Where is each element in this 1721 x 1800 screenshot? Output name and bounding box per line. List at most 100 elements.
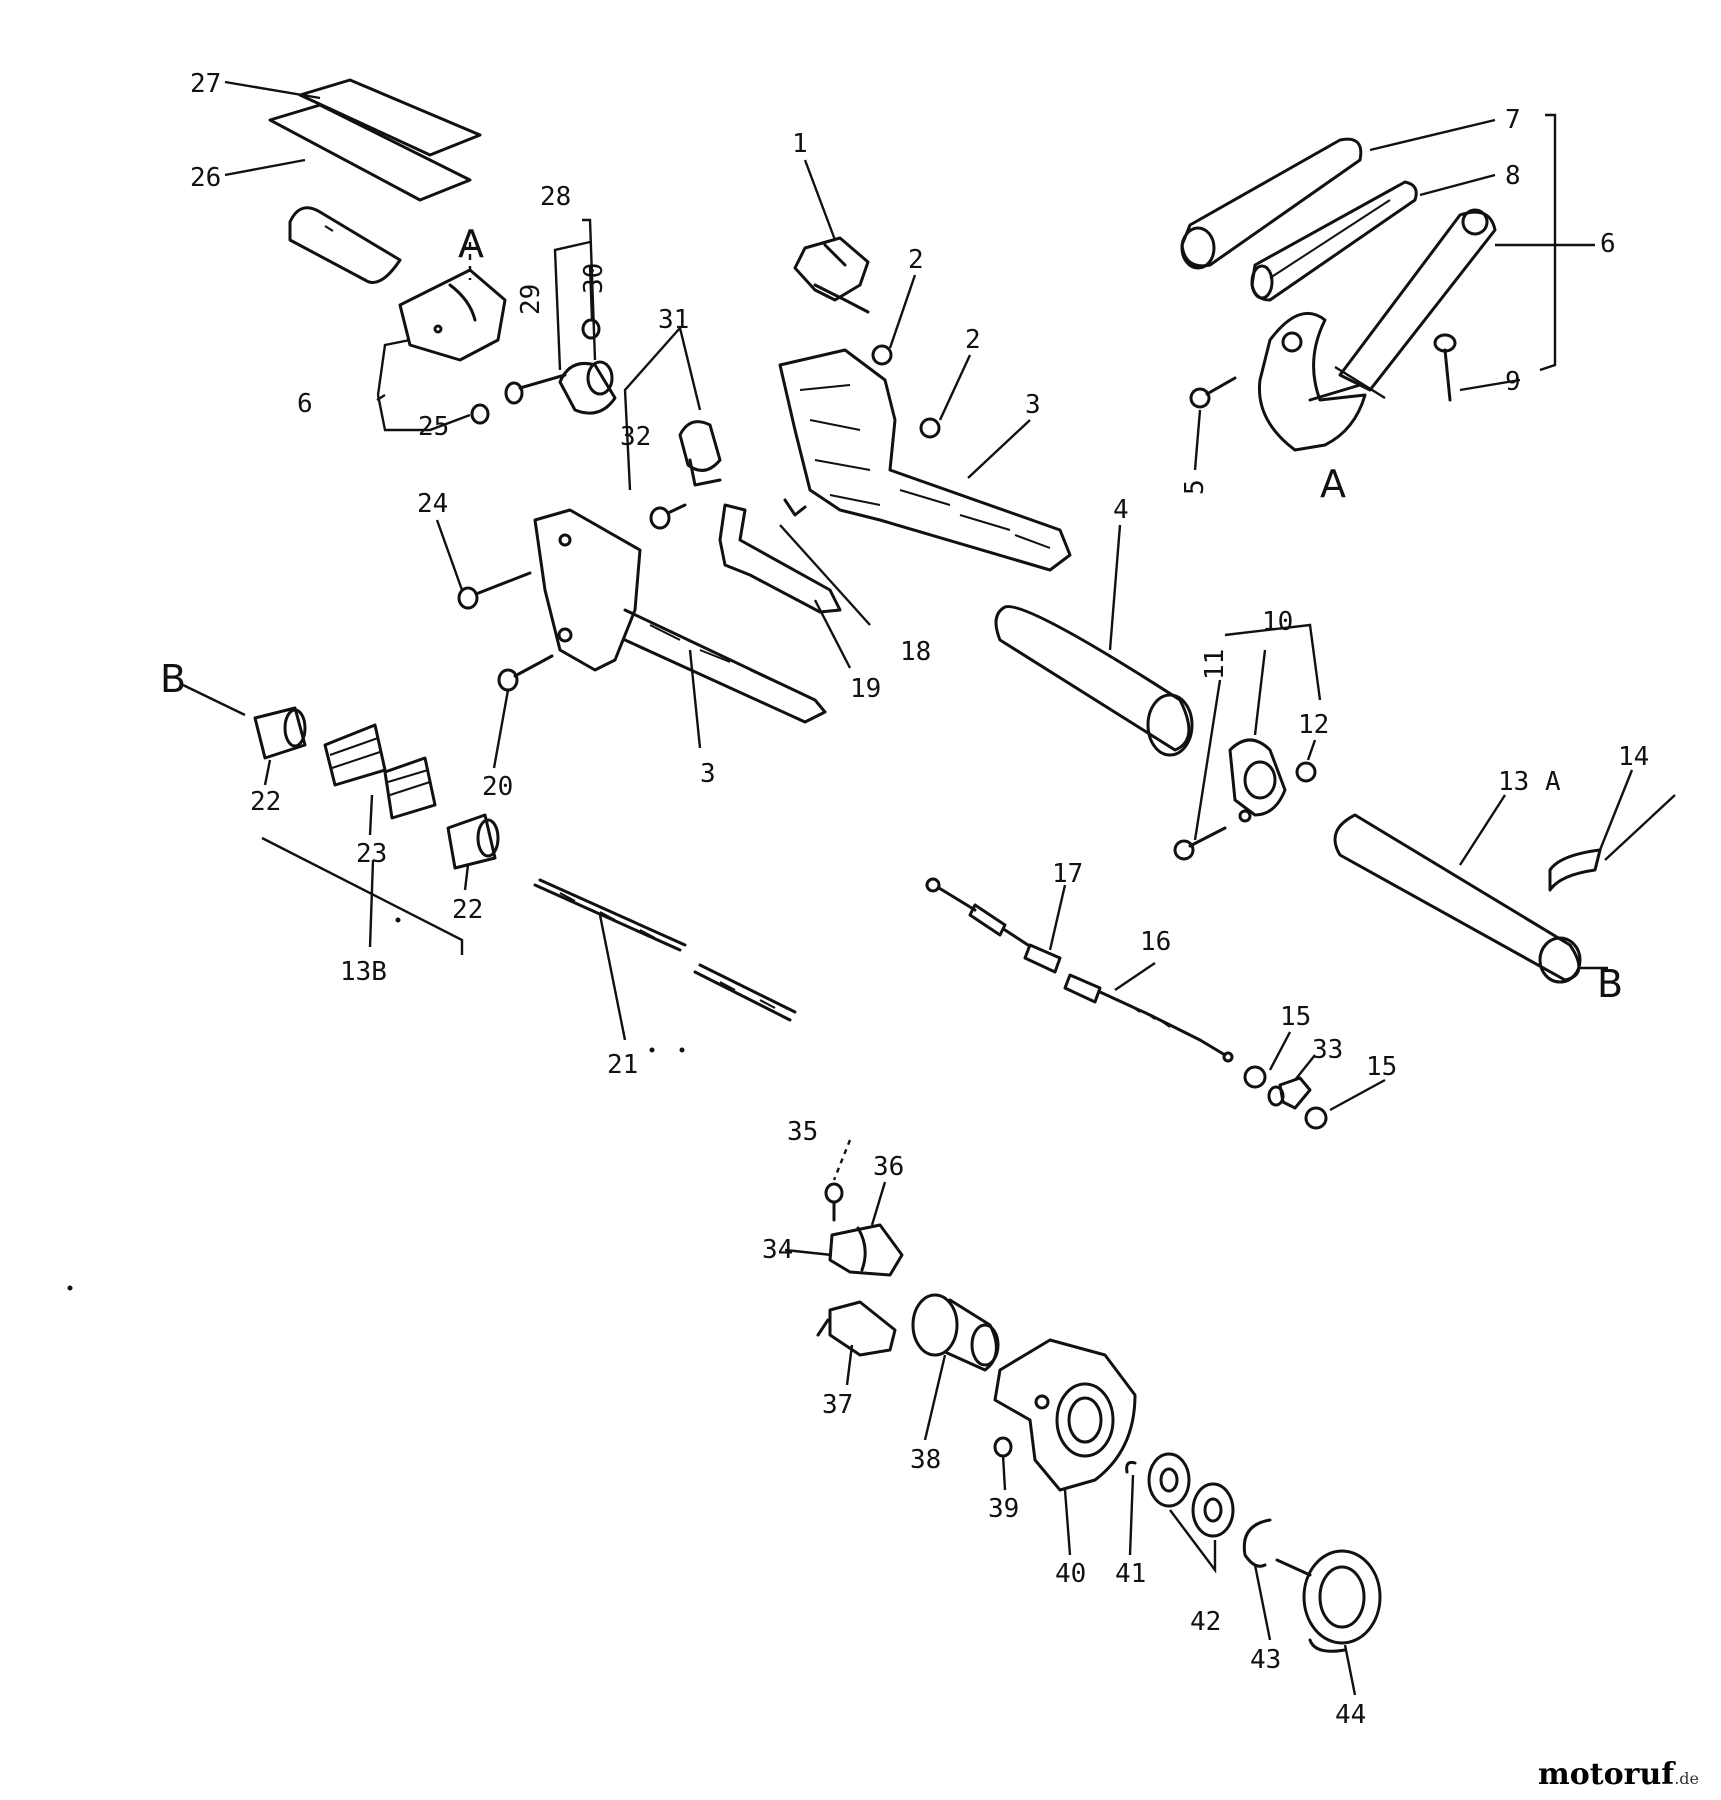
label-39: 39 (988, 1494, 1019, 1524)
label-11: 11 (1200, 649, 1230, 680)
switch-1 (793, 236, 870, 314)
label-42: 42 (1190, 1607, 1221, 1637)
label-18: 18 (900, 637, 931, 667)
handle-housing-3-lower (533, 508, 827, 724)
handle-bracket-a (1257, 311, 1367, 452)
label-33: 33 (1312, 1035, 1343, 1065)
speck (649, 1047, 655, 1053)
label-24: 24 (417, 489, 448, 519)
label-31: 31 (658, 305, 689, 335)
ref-b-left: B (160, 657, 186, 701)
label-29: 29 (516, 284, 546, 315)
bushing-23b (383, 756, 437, 820)
label-16: 16 (1140, 927, 1171, 957)
label-8: 8 (1505, 161, 1521, 191)
label-27: 27 (190, 69, 221, 99)
label-23: 23 (356, 839, 387, 869)
label-13b: 13B (340, 957, 387, 987)
label-12: 12 (1298, 710, 1329, 740)
sleeve (288, 206, 402, 284)
watermark-tld: .de (1674, 1769, 1699, 1788)
label-44: 44 (1335, 1700, 1366, 1730)
label-36: 36 (873, 1152, 904, 1182)
label-2b: 2 (965, 325, 981, 355)
nut-2b (919, 417, 941, 439)
clamp-28 (558, 360, 617, 415)
label-41: 41 (1115, 1559, 1146, 1589)
nut-2a (871, 344, 893, 366)
clamp-31 (678, 420, 722, 487)
label-1: 1 (792, 129, 808, 159)
decal-14 (1548, 848, 1602, 892)
label-20: 20 (482, 772, 513, 802)
bushing-22b (446, 813, 500, 870)
label-26: 26 (190, 163, 221, 193)
watermark: motoruf.de (1538, 1757, 1699, 1792)
label-6a: 6 (297, 389, 313, 419)
throttle-trigger-19 (718, 503, 842, 614)
label-21: 21 (607, 1050, 638, 1080)
label-19: 19 (850, 674, 881, 704)
ref-a-right: A (1320, 462, 1346, 506)
screw-39 (993, 1436, 1013, 1458)
throttle-cable-16 (925, 877, 1234, 1063)
label-14: 14 (1618, 742, 1649, 772)
label-35: 35 (787, 1117, 818, 1147)
label-3a: 3 (1025, 390, 1041, 420)
nut-12 (1295, 761, 1317, 783)
clamp-10 (1228, 738, 1287, 823)
bearing-42a (1147, 1452, 1191, 1508)
bushing-23a (323, 723, 387, 787)
label-22b: 22 (452, 895, 483, 925)
watermark-brand: motoruf (1538, 1757, 1675, 1792)
handle-housing-3-upper (778, 348, 1072, 572)
bolt-9 (1433, 333, 1457, 402)
label-28: 28 (540, 182, 571, 212)
label-9: 9 (1505, 367, 1521, 397)
label-40: 40 (1055, 1559, 1086, 1589)
label-17: 17 (1052, 859, 1083, 889)
screw-24 (457, 571, 532, 610)
drive-shaft-21 (533, 878, 797, 1022)
grip-7 (1180, 137, 1363, 270)
label-15b: 15 (1366, 1052, 1397, 1082)
drive-cup-44 (1275, 1549, 1382, 1653)
label-7: 7 (1505, 105, 1521, 135)
grip-8 (1250, 180, 1418, 302)
bushing-22a (253, 706, 307, 760)
gear-case-40 (993, 1338, 1137, 1492)
label-22a: 22 (250, 787, 281, 817)
leader-lines (182, 80, 1676, 1696)
screw-29 (504, 373, 567, 405)
spring-18 (783, 498, 807, 517)
handle-pipe-6 (1338, 208, 1497, 392)
tube-4 (994, 605, 1194, 757)
nut-15b (1304, 1106, 1328, 1130)
label-4: 4 (1113, 495, 1129, 525)
label-38: 38 (910, 1445, 941, 1475)
screw-32 (649, 503, 687, 530)
label-34: 34 (762, 1235, 793, 1265)
label-6b: 6 (1600, 229, 1616, 259)
shaft-housing-38 (911, 1293, 1000, 1372)
label-32: 32 (620, 422, 651, 452)
screw-20 (497, 654, 554, 692)
decal-27 (298, 78, 482, 157)
label-15a: 15 (1280, 1002, 1311, 1032)
speck (679, 1047, 685, 1053)
circlip-41 (1125, 1460, 1137, 1474)
bracket-33 (1267, 1076, 1312, 1110)
label-13a: 13 A (1498, 767, 1561, 797)
label-5: 5 (1180, 479, 1210, 495)
label-2a: 2 (908, 245, 924, 275)
guard-37 (816, 1300, 897, 1357)
screw-11 (1173, 826, 1227, 861)
bolt-35 (824, 1182, 844, 1222)
ref-a-left: A (458, 222, 484, 266)
speck (67, 1285, 73, 1291)
shaft-tube-13a (1333, 813, 1582, 984)
circlip-43 (1242, 1518, 1272, 1568)
clamp-36 (828, 1223, 904, 1277)
label-25: 25 (418, 412, 449, 442)
label-10: 10 (1262, 607, 1293, 637)
